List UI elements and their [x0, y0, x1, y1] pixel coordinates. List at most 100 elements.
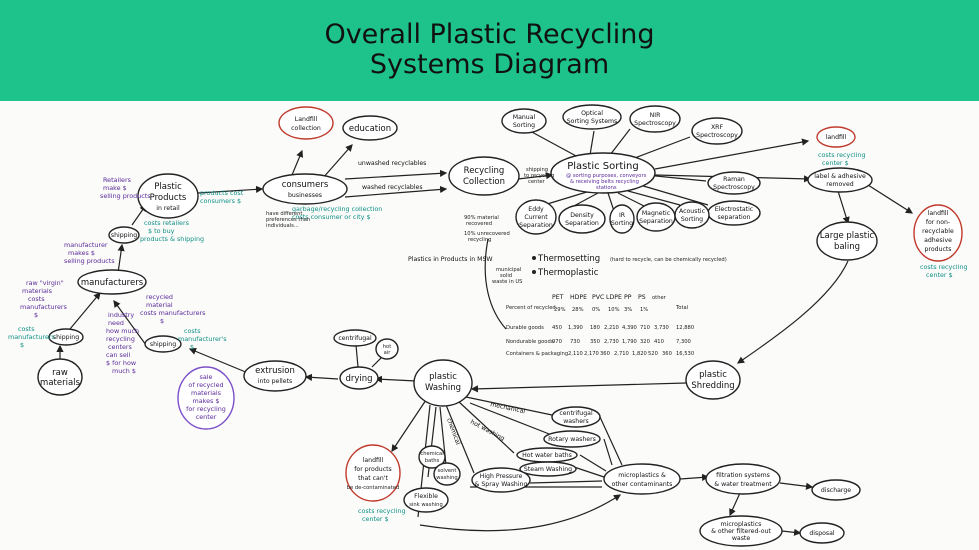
node-electrostatic: Electrostatic separation: [707, 200, 761, 226]
note-retailers: Retailers make $ selling products: [100, 176, 151, 200]
hot-air-label-2: air: [384, 350, 392, 356]
total-label: Total: [675, 305, 688, 311]
electrostatic-label-2: separation: [718, 214, 751, 221]
landfill-collection-label-1: Landfill: [295, 116, 318, 123]
svg-text:municipal: municipal: [496, 267, 521, 273]
svg-text:$ to buy: $ to buy: [148, 227, 175, 235]
washing-label-2: Washing: [425, 383, 461, 393]
node-chemical-baths: chemical baths: [418, 445, 446, 469]
recycling-collection-label-1: Recycling: [464, 166, 505, 176]
edge-microplastics-to-filtration: [679, 473, 710, 482]
node-landfill-right: landfill: [816, 126, 856, 148]
edge-filtered-to-disposal: [781, 528, 802, 536]
landfill-bottom-label-1: landfill: [363, 457, 384, 464]
edge-washed: [344, 185, 448, 198]
centrifugal-washers-label-2: washers: [563, 418, 589, 425]
washing-label-1: plastic: [429, 372, 457, 382]
node-plastic-shredding: plastic Shredding: [685, 360, 741, 400]
svg-text:1,820: 1,820: [632, 351, 647, 357]
rotary-washers-label: Rotary washers: [548, 436, 596, 443]
centrifugal-top-label: centrifugal: [338, 335, 372, 342]
svg-text:materials: materials: [22, 287, 53, 295]
svg-text:industry: industry: [108, 311, 134, 319]
node-optical-sorting: Optical Sorting Systems: [562, 104, 622, 130]
edge-washing-methods: [417, 396, 563, 518]
edge-filtration-to-filtered: [729, 492, 741, 517]
xrf-label-2: Spectroscopy: [696, 132, 738, 139]
svg-text:Durable goods: Durable goods: [506, 325, 544, 331]
node-centrifugal-washers: centrifugal washers: [551, 406, 601, 428]
svg-text:320: 320: [640, 339, 650, 345]
chemical-baths-label-1: chemical: [420, 451, 443, 457]
svg-text:PET: PET: [552, 294, 564, 301]
note-costs-recycling-center-bottom: costs recycling center $: [358, 507, 406, 523]
steam-washing-label: Steam Washing: [524, 466, 572, 473]
edge-manufacturers-to-shipping: [117, 243, 125, 274]
svg-text:Retailers: Retailers: [103, 176, 132, 184]
svg-text:individuals...: individuals...: [266, 223, 299, 229]
plastic-products-label-3: in retail: [156, 205, 180, 212]
ir-label-1: IR: [619, 212, 626, 219]
note-industry-need: industry need how much recycling centers…: [106, 311, 139, 375]
sale-label-1: sale: [200, 373, 213, 381]
svg-text:360: 360: [600, 351, 610, 357]
svg-text:manufacturers: manufacturers: [8, 333, 56, 341]
edge-filtration-to-discharge: [779, 482, 814, 490]
svg-text:center $: center $: [926, 271, 953, 279]
node-rotary-washers: Rotary washers: [543, 430, 601, 448]
svg-text:$: $: [190, 343, 194, 351]
svg-text:stations: stations: [596, 185, 617, 191]
nir-label-1: NIR: [650, 112, 661, 119]
node-microplastics: microplastics & other contaminants: [603, 463, 681, 495]
svg-text:7,300: 7,300: [676, 339, 691, 345]
shipping-mid-label: shipping: [111, 232, 137, 239]
svg-text:products cost: products cost: [200, 189, 244, 197]
hot-water-label: Hot water baths: [522, 452, 572, 459]
node-hot-air: hot air: [375, 338, 399, 360]
svg-text:how much: how much: [106, 327, 139, 335]
edge-shipping-to-manufacturers-recycled: [113, 300, 147, 346]
node-label-adhesive: label & adhesive removed: [807, 167, 873, 193]
svg-text:10%: 10%: [608, 307, 620, 313]
edge-label-unwashed: unwashed recyclables: [358, 160, 426, 167]
svg-text:selling products: selling products: [64, 257, 115, 265]
svg-text:12,880: 12,880: [676, 325, 694, 331]
svg-text:PVC: PVC: [592, 294, 604, 301]
svg-text:recovered: recovered: [466, 221, 492, 227]
svg-text:preferences than: preferences than: [266, 217, 310, 223]
high-pressure-label-2: & Spray Washing: [475, 481, 528, 488]
landfill-bottom-label-2: for products: [354, 466, 392, 473]
msw-header: Plastics in Products in MSW: [408, 256, 493, 263]
node-shipping-left: shipping: [48, 328, 84, 346]
svg-text:520: 520: [648, 351, 658, 357]
manual-sorting-label-2: Sorting: [513, 122, 535, 129]
shipping-left-label: shipping: [53, 334, 79, 341]
svg-text:$: $: [34, 311, 38, 319]
node-microplastics-filtered: microplastics & other filtered-out waste: [699, 515, 783, 547]
drying-label: drying: [345, 374, 372, 384]
edge-label-washed: washed recyclables: [362, 184, 423, 191]
magnetic-label-1: Magnetic: [642, 210, 671, 217]
svg-text:16,530: 16,530: [676, 351, 694, 357]
node-landfill-bottom: landfill for products that can't be de-c…: [345, 444, 401, 502]
note-costs-manufacturer-lower: costs manufacturer's $: [178, 327, 227, 351]
svg-text:2,210: 2,210: [604, 325, 619, 331]
edge-shredding-to-washing: [470, 382, 687, 393]
svg-text:Percent of recycled: Percent of recycled: [506, 305, 556, 311]
svg-text:0%: 0%: [592, 307, 600, 313]
node-sale-pellets: sale of recycled materials makes $ for r…: [177, 366, 235, 430]
optical-sorting-label-1: Optical: [581, 110, 603, 117]
note-recycled-material-costs: recycled material costs manufacturers $: [140, 293, 206, 325]
svg-text:Containers & packaging: Containers & packaging: [506, 351, 568, 357]
msw-table: Plastics in Products in MSW Thermosettin…: [408, 254, 727, 357]
svg-text:$: $: [20, 341, 24, 349]
svg-text:1,390: 1,390: [568, 325, 583, 331]
manufacturers-label: manufacturers: [81, 278, 144, 288]
note-manufacturer-sells: manufacturer makes $ selling products: [64, 241, 115, 265]
edge-methods-to-microplastics: [419, 416, 622, 532]
eddy-label-3: Separation: [519, 222, 553, 229]
svg-text:90% material: 90% material: [464, 215, 499, 221]
flexible-label-1: Flexible: [414, 493, 438, 500]
large-bales-label-2: baling: [834, 242, 860, 252]
microplastics-label-2: other contaminants: [612, 481, 673, 488]
